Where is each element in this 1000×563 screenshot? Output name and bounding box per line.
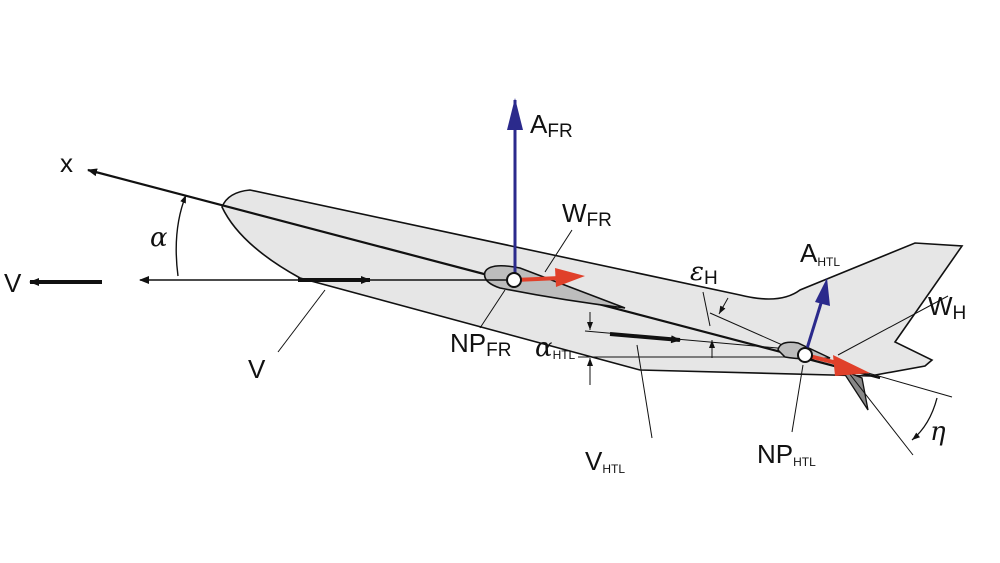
w-h-label: WH: [928, 291, 966, 324]
eta-label: η: [930, 417, 946, 447]
lift-arrow-htl: [803, 299, 824, 356]
drag-arrow-fr: [514, 276, 561, 282]
eps-arrow-top: [718, 297, 729, 315]
eps-leader: [702, 291, 711, 327]
w-h-leader: [837, 295, 949, 356]
lift-arrowhead-fr: [507, 98, 523, 130]
x-axis-label: x: [60, 148, 73, 178]
elevator-deflection-line: [844, 367, 914, 456]
fuselage: [221, 189, 964, 377]
v-htl-label: VHTL: [585, 446, 625, 476]
a-htl-label: AHTL: [800, 238, 840, 269]
eta-arc: [911, 397, 938, 441]
np-fr-leader: [479, 289, 506, 329]
np-htl-leader: [791, 364, 804, 433]
np-htl-point: [797, 347, 813, 363]
a-fr-label: AFR: [530, 109, 573, 142]
np-fr-point: [506, 272, 522, 288]
np-fr-label: NPFR: [450, 328, 511, 361]
drag-arrowhead-htl: [833, 355, 870, 376]
alpha-htl-label: αHTL: [535, 333, 576, 363]
w-fr-label: WFR: [562, 198, 612, 231]
alpha-label: α: [150, 223, 168, 253]
lift-arrowhead-htl: [815, 278, 830, 306]
eps-h-label: εH: [690, 257, 718, 289]
w-fr-leader: [544, 229, 573, 273]
v-htl-leader: [636, 344, 653, 439]
np-htl-label: NPHTL: [757, 439, 816, 469]
v-label: V: [248, 354, 266, 384]
v-free-label: V: [4, 268, 22, 298]
v-htl-arrow: [609, 332, 681, 344]
v-leader: [277, 289, 326, 353]
drag-arrowhead-fr: [555, 268, 585, 287]
alpha-arc: [175, 194, 187, 277]
